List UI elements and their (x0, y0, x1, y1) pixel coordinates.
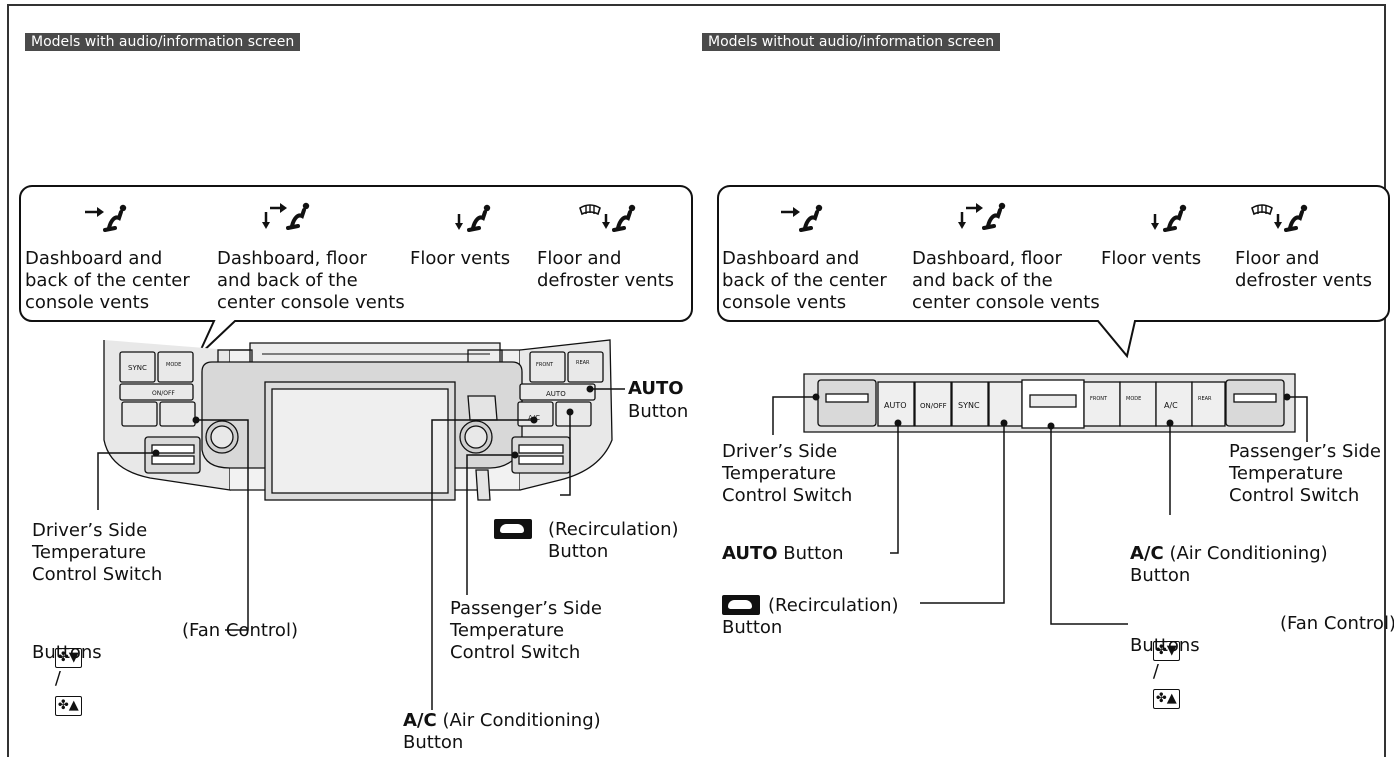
right-leader-lines (772, 396, 1308, 625)
right-vent-bubble (717, 185, 1390, 359)
left-ac-bold: A/C (403, 710, 437, 731)
right-auto-rest: Button (777, 543, 844, 564)
right-key-front: FRONT (1090, 396, 1108, 402)
left-key-auto: AUTO (546, 390, 566, 398)
right-auto-label: AUTO Button (722, 543, 844, 565)
right-key-auto: AUTO (884, 401, 907, 410)
right-dashboard-floor-vent-icon (958, 200, 1008, 230)
left-recirc-label (494, 519, 532, 542)
right-fan-control-text: (Fan Control) Buttons (1130, 613, 1394, 656)
recirculation-icon (722, 595, 760, 615)
recirculation-icon (494, 519, 532, 539)
right-control-strip (803, 373, 1296, 433)
left-leader-dots (152, 385, 594, 459)
right-floor-defroster-vent-icon (1251, 202, 1310, 232)
left-dashboard-illustration (103, 339, 613, 501)
left-vent-label-floor-defroster: Floor and defroster vents (537, 248, 675, 291)
left-recirc-text: (Recirculation) Button (548, 519, 679, 562)
right-key-onoff: ON/OFF (920, 402, 947, 410)
left-fan-control-text: (Fan Control) Buttons (32, 620, 298, 663)
fan-down-icon: ✤▼ (54, 648, 82, 668)
left-fan-separator: / (54, 668, 61, 689)
left-dashboard-floor-vent-icon (262, 200, 312, 230)
right-panel-key-labels: AUTO ON/OFF SYNC FRONT MODE A/C REAR (884, 396, 1212, 410)
right-key-mode: MODE (1126, 396, 1141, 402)
right-ac-label: A/C (Air Conditioning) Button (1130, 543, 1328, 587)
left-dashboard-vent-icon (85, 202, 129, 232)
left-leader-lines (97, 388, 625, 710)
right-vent-label-dashboard-floor: Dashboard, floor and back of the center … (912, 248, 1100, 313)
right-passenger-temp-label: Passenger’s Side Temperature Control Swi… (1229, 441, 1381, 506)
left-floor-vent-icon (455, 202, 493, 232)
right-vent-label-dashboard: Dashboard and back of the center console… (722, 248, 887, 313)
fan-up-icon: ✤▲ (54, 696, 82, 716)
left-vent-bubble (19, 185, 693, 357)
right-ac-rest: (Air Conditioning) Button (1130, 543, 1328, 586)
fan-up-icon: ✤▲ (1152, 689, 1180, 709)
right-fan-control-icons: ✤▼ / ✤▲ (1130, 613, 1180, 731)
left-vent-label-floor: Floor vents (410, 248, 511, 269)
fan-down-icon: ✤▼ (1152, 641, 1180, 661)
right-auto-bold: AUTO (722, 543, 778, 564)
left-section-tag: Models with audio/information screen (25, 33, 301, 51)
right-vent-label-floor-defroster: Floor and defroster vents (1235, 248, 1373, 291)
left-ac-label: A/C (Air Conditioning) Button (403, 710, 601, 754)
left-key-onoff: ON/OFF (152, 390, 175, 397)
left-passenger-temp-label: Passenger’s Side Temperature Control Swi… (450, 598, 602, 663)
right-fan-separator: / (1152, 661, 1159, 682)
right-vent-label-floor: Floor vents (1101, 248, 1202, 269)
right-key-sync: SYNC (958, 401, 980, 410)
right-section-tag: Models without audio/information screen (702, 33, 1001, 51)
right-driver-temp-label: Driver’s Side Temperature Control Switch (722, 441, 853, 506)
right-key-ac: A/C (1164, 401, 1178, 410)
left-key-mode: MODE (166, 362, 181, 368)
left-vent-label-dashboard-floor: Dashboard, floor and back of the center … (217, 248, 405, 313)
right-ac-bold: A/C (1130, 543, 1164, 564)
right-recirc-icon-wrap (722, 595, 760, 618)
left-fan-control-label: ✤▼ / ✤▲ (32, 620, 82, 738)
left-key-rear: REAR (576, 360, 590, 366)
left-key-front: FRONT (536, 362, 554, 368)
right-floor-vent-icon (1151, 202, 1189, 232)
left-driver-temp-label: Driver’s Side Temperature Control Switch (32, 520, 163, 585)
page-frame (7, 4, 1386, 757)
right-recirc-text: (Recirculation) Button (722, 595, 899, 638)
left-vent-label-dashboard: Dashboard and back of the center console… (25, 248, 190, 313)
left-ac-rest: (Air Conditioning) Button (403, 710, 601, 753)
right-leader-dots (812, 393, 1291, 430)
right-dashboard-vent-icon (781, 202, 825, 232)
left-auto-button-label: Button (628, 401, 689, 422)
left-auto-label: AUTO (628, 378, 684, 399)
left-floor-defroster-vent-icon (579, 202, 638, 232)
right-key-rear: REAR (1198, 396, 1212, 402)
left-key-sync: SYNC (128, 364, 147, 372)
